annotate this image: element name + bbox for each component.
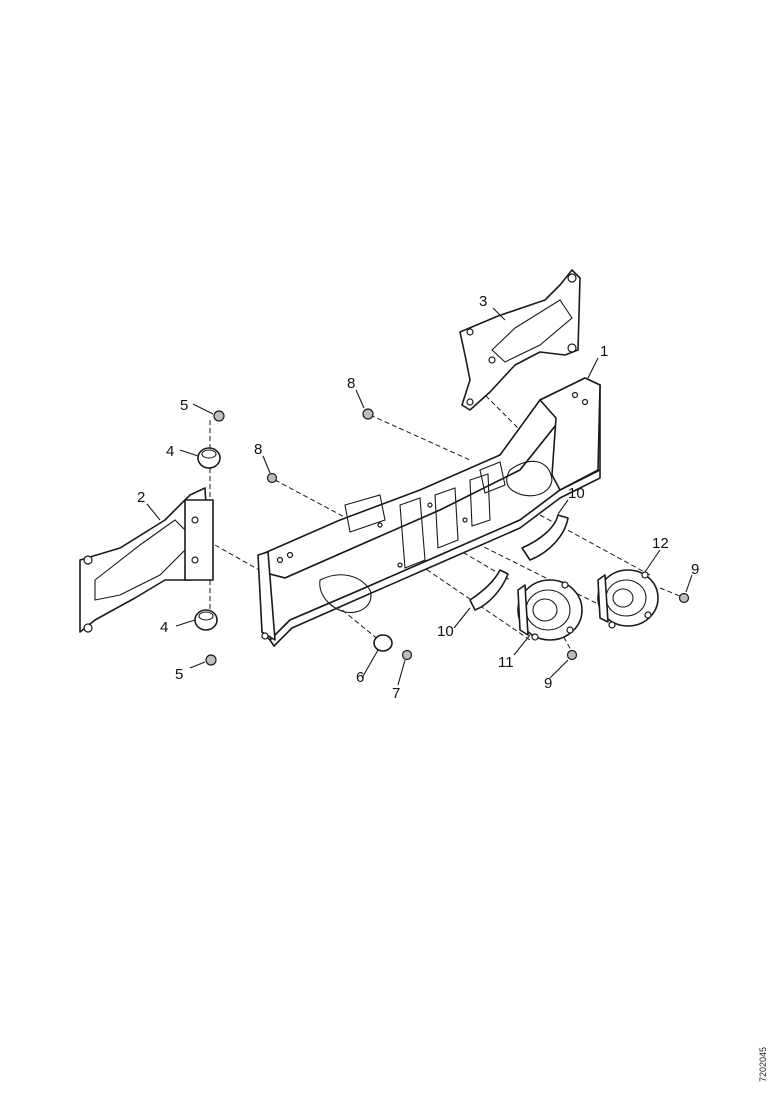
callout-9-lower: 9 bbox=[544, 675, 552, 692]
lower-rubber-mount bbox=[194, 609, 218, 631]
callout-pointer-lines bbox=[146, 307, 693, 686]
hub-nut-right bbox=[678, 592, 690, 604]
lower-mount-nut bbox=[205, 654, 217, 666]
washer-nut bbox=[401, 649, 413, 661]
hub-assembly-right bbox=[597, 569, 659, 629]
main-crossmember bbox=[257, 377, 601, 647]
callout-8-upper: 8 bbox=[347, 375, 355, 392]
callout-6: 6 bbox=[356, 669, 364, 686]
crossmember-nut-left bbox=[266, 472, 278, 484]
callout-4-lower: 4 bbox=[160, 619, 168, 636]
upper-rubber-mount bbox=[197, 447, 221, 469]
upper-right-bracket bbox=[459, 269, 581, 411]
left-side-bracket bbox=[79, 487, 214, 633]
lower-curved-spacer bbox=[469, 569, 509, 611]
callout-12: 12 bbox=[652, 535, 669, 552]
reference-code: 7202045 bbox=[758, 1047, 768, 1082]
callout-8-left: 8 bbox=[254, 441, 262, 458]
callout-1: 1 bbox=[600, 343, 608, 360]
hub-nut-lower bbox=[566, 649, 578, 661]
washer-plate bbox=[373, 634, 393, 652]
callout-2: 2 bbox=[137, 489, 145, 506]
callout-10-upper: 10 bbox=[568, 485, 585, 502]
upper-mount-nut bbox=[213, 410, 225, 422]
callout-5-upper: 5 bbox=[180, 397, 188, 414]
callout-3: 3 bbox=[479, 293, 487, 310]
upper-curved-spacer bbox=[521, 514, 569, 561]
callout-10-lower: 10 bbox=[437, 623, 454, 640]
callout-11: 11 bbox=[498, 654, 514, 671]
callout-9-right: 9 bbox=[691, 561, 699, 578]
callout-labels: 1 2 3 4 4 5 5 6 7 8 8 9 9 10 10 11 12 bbox=[137, 293, 699, 702]
callout-7: 7 bbox=[392, 685, 400, 702]
callout-4-upper: 4 bbox=[166, 443, 174, 460]
crossmember-nut-upper bbox=[362, 408, 374, 420]
callout-5-lower: 5 bbox=[175, 666, 183, 683]
hub-assembly-left bbox=[517, 579, 583, 641]
